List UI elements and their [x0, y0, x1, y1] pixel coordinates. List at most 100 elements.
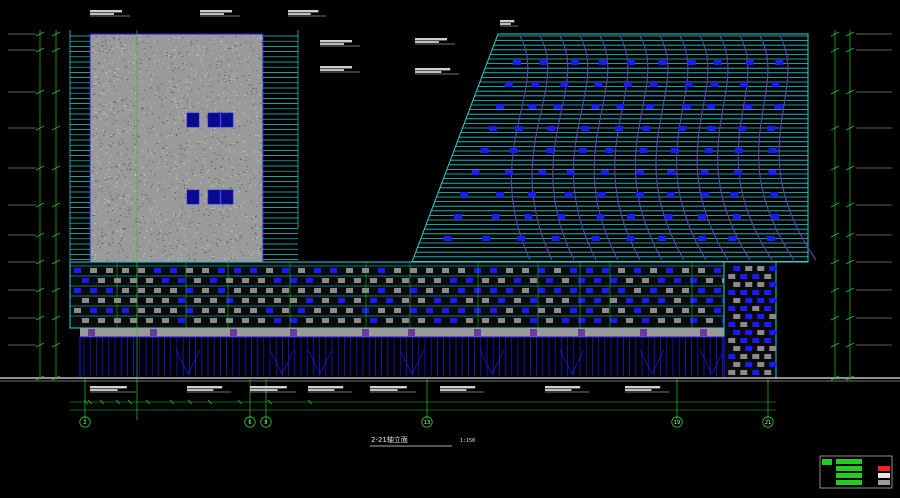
podium-tile: [210, 278, 217, 283]
texture-speck: [201, 247, 203, 249]
band-mark: [230, 329, 237, 336]
texture-speck: [98, 240, 100, 242]
texture-speck: [217, 67, 219, 68]
podium-tile: [194, 298, 201, 303]
texture-speck: [246, 216, 248, 217]
window: [605, 148, 614, 153]
texture-speck: [123, 59, 125, 61]
note-text-mark: [370, 386, 407, 389]
texture-speck: [148, 58, 150, 59]
texture-speck: [238, 108, 241, 110]
texture-speck: [107, 211, 110, 213]
texture-speck: [91, 86, 93, 88]
texture-speck: [171, 101, 173, 102]
texture-speck: [160, 230, 162, 232]
texture-speck: [184, 116, 186, 118]
texture-speck: [92, 135, 94, 137]
texture-speck: [206, 116, 208, 118]
texture-speck: [215, 107, 217, 109]
texture-speck: [116, 230, 118, 232]
texture-speck: [237, 109, 239, 111]
texture-speck: [122, 249, 124, 251]
texture-speck: [142, 198, 144, 200]
texture-speck: [239, 44, 242, 46]
texture-speck: [94, 51, 96, 53]
texture-speck: [106, 146, 108, 148]
texture-speck: [259, 37, 261, 39]
texture-speck: [156, 214, 158, 216]
texture-speck: [93, 121, 95, 123]
texture-speck: [257, 75, 259, 77]
texture-speck: [91, 256, 93, 258]
axis-bubble-icon: 2: [79, 416, 91, 428]
texture-speck: [240, 84, 242, 85]
texture-speck: [161, 105, 163, 107]
texture-speck: [228, 151, 230, 153]
texture-speck: [204, 214, 206, 215]
texture-speck: [104, 233, 106, 235]
texture-speck: [133, 138, 135, 140]
texture-speck: [119, 42, 122, 43]
podium-tile: [362, 268, 369, 273]
right-bay-tile: [740, 370, 748, 375]
texture-speck: [161, 252, 164, 254]
texture-speck: [204, 194, 206, 196]
tall-block-windows: [186, 112, 234, 205]
texture-speck: [122, 235, 125, 237]
texture-speck: [116, 42, 119, 44]
right-bay-tile: [740, 354, 748, 359]
texture-speck: [131, 38, 133, 40]
dimension-tick: [35, 342, 45, 348]
texture-speck: [152, 127, 154, 129]
texture-speck: [158, 59, 160, 61]
texture-speck: [111, 105, 113, 107]
texture-speck: [226, 173, 228, 175]
texture-speck: [169, 230, 171, 232]
texture-speck: [190, 41, 192, 43]
texture-speck: [203, 52, 205, 54]
texture-speck: [232, 257, 234, 259]
texture-speck: [168, 187, 170, 189]
window: [704, 148, 713, 153]
texture-speck: [92, 161, 94, 163]
texture-speck: [119, 207, 121, 209]
podium-tile: [202, 308, 209, 313]
texture-speck: [99, 100, 101, 102]
texture-speck: [258, 118, 260, 119]
texture-speck: [213, 49, 215, 51]
texture-speck: [93, 94, 95, 96]
texture-speck: [206, 245, 208, 246]
texture-speck: [109, 70, 111, 72]
texture-speck: [191, 169, 193, 171]
grid-lines: [84, 30, 769, 420]
texture-speck: [245, 154, 248, 156]
texture-speck: [165, 145, 167, 147]
texture-speck: [249, 182, 251, 184]
texture-speck: [231, 240, 233, 242]
texture-speck: [255, 151, 257, 153]
texture-speck: [234, 219, 236, 221]
podium-tile: [114, 318, 121, 323]
texture-speck: [176, 178, 178, 180]
texture-speck: [164, 245, 166, 247]
texture-speck: [104, 131, 106, 133]
window: [594, 82, 603, 87]
podium-tile: [250, 288, 257, 293]
texture-speck: [170, 167, 172, 169]
texture-speck: [126, 201, 128, 203]
texture-speck: [195, 243, 197, 245]
podium-tile: [242, 298, 249, 303]
texture-speck: [114, 204, 117, 206]
texture-speck: [115, 165, 117, 167]
texture-speck: [170, 56, 172, 58]
podium-tile: [658, 318, 665, 323]
texture-speck: [128, 182, 130, 184]
texture-speck: [121, 138, 123, 140]
window: [557, 214, 566, 219]
texture-speck: [110, 113, 112, 115]
axis-bubble-circle: [421, 416, 433, 428]
texture-speck: [204, 136, 206, 137]
texture-speck: [257, 53, 259, 55]
texture-speck: [251, 84, 253, 86]
texture-speck: [146, 155, 148, 157]
